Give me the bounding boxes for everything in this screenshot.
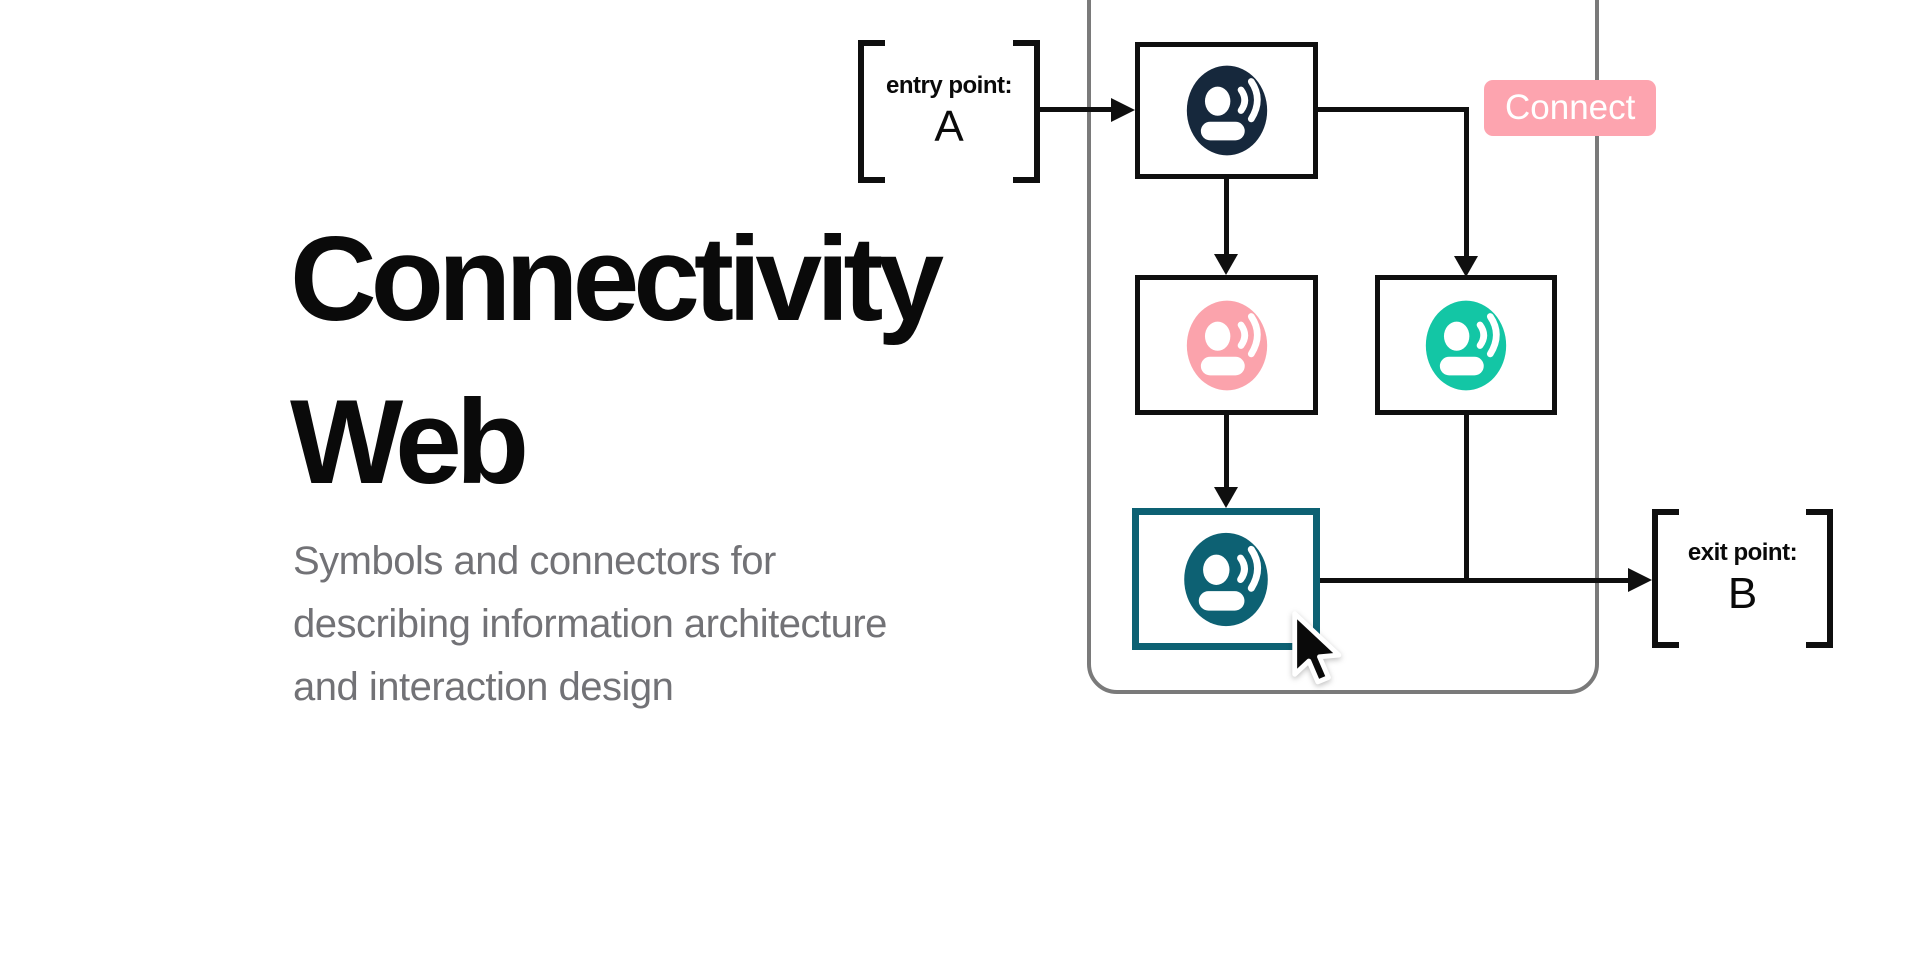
connector-right-to-exit-rail bbox=[1464, 415, 1469, 583]
node-user-middle-left[interactable] bbox=[1135, 275, 1318, 415]
connector-bottom-to-exit bbox=[1320, 578, 1630, 583]
entry-point-label: entry point: bbox=[886, 71, 1013, 99]
bracket-glyph-left bbox=[1652, 509, 1679, 648]
node-user-top[interactable] bbox=[1135, 42, 1318, 179]
arrowhead-exit-icon bbox=[1628, 568, 1652, 592]
arrowhead-top-to-left-icon bbox=[1214, 254, 1238, 275]
person-voice-icon bbox=[1425, 300, 1507, 390]
page-subtitle-line-3: and interaction design bbox=[293, 665, 674, 709]
person-voice-icon bbox=[1184, 532, 1268, 626]
page-title: Connectivity Web bbox=[290, 198, 944, 524]
exit-point-label: exit point: bbox=[1687, 538, 1798, 566]
page-title-line-1: Connectivity bbox=[290, 212, 944, 346]
node-user-middle-right[interactable] bbox=[1375, 275, 1557, 415]
connector-entry-to-top bbox=[1040, 107, 1114, 112]
entry-point-content: entry point: A bbox=[858, 40, 1040, 183]
entry-point-value: A bbox=[934, 101, 964, 151]
connector-top-to-right-vertical bbox=[1464, 107, 1469, 257]
exit-point-value: B bbox=[1727, 568, 1758, 618]
entry-point-bracket: entry point: A bbox=[858, 40, 1040, 183]
connector-top-to-right-horizontal bbox=[1317, 107, 1469, 112]
arrowhead-top-to-right-icon bbox=[1454, 256, 1478, 277]
page-title-line-2: Web bbox=[290, 375, 529, 509]
exit-point-content: exit point: B bbox=[1652, 509, 1833, 648]
connector-top-to-left bbox=[1224, 179, 1229, 256]
person-voice-icon bbox=[1186, 300, 1267, 390]
connector-left-to-bottom bbox=[1224, 415, 1229, 489]
bracket-glyph-left bbox=[858, 40, 885, 183]
node-user-bottom-selected[interactable] bbox=[1132, 508, 1320, 650]
arrowhead-entry-icon bbox=[1111, 98, 1135, 122]
exit-point-bracket: exit point: B bbox=[1652, 509, 1833, 648]
flow-container-outline bbox=[1087, 0, 1599, 694]
page-subtitle: Symbols and connectors for describing in… bbox=[293, 530, 887, 719]
connect-chip[interactable]: Connect bbox=[1484, 80, 1657, 136]
arrow-pointer-cursor-icon bbox=[1292, 611, 1342, 685]
person-voice-icon bbox=[1186, 65, 1267, 156]
bracket-glyph-right bbox=[1013, 40, 1040, 183]
arrowhead-left-to-bottom-icon bbox=[1214, 487, 1238, 508]
page-subtitle-line-2: describing information architecture bbox=[293, 602, 887, 646]
page-subtitle-line-1: Symbols and connectors for bbox=[293, 539, 776, 583]
bracket-glyph-right bbox=[1806, 509, 1833, 648]
